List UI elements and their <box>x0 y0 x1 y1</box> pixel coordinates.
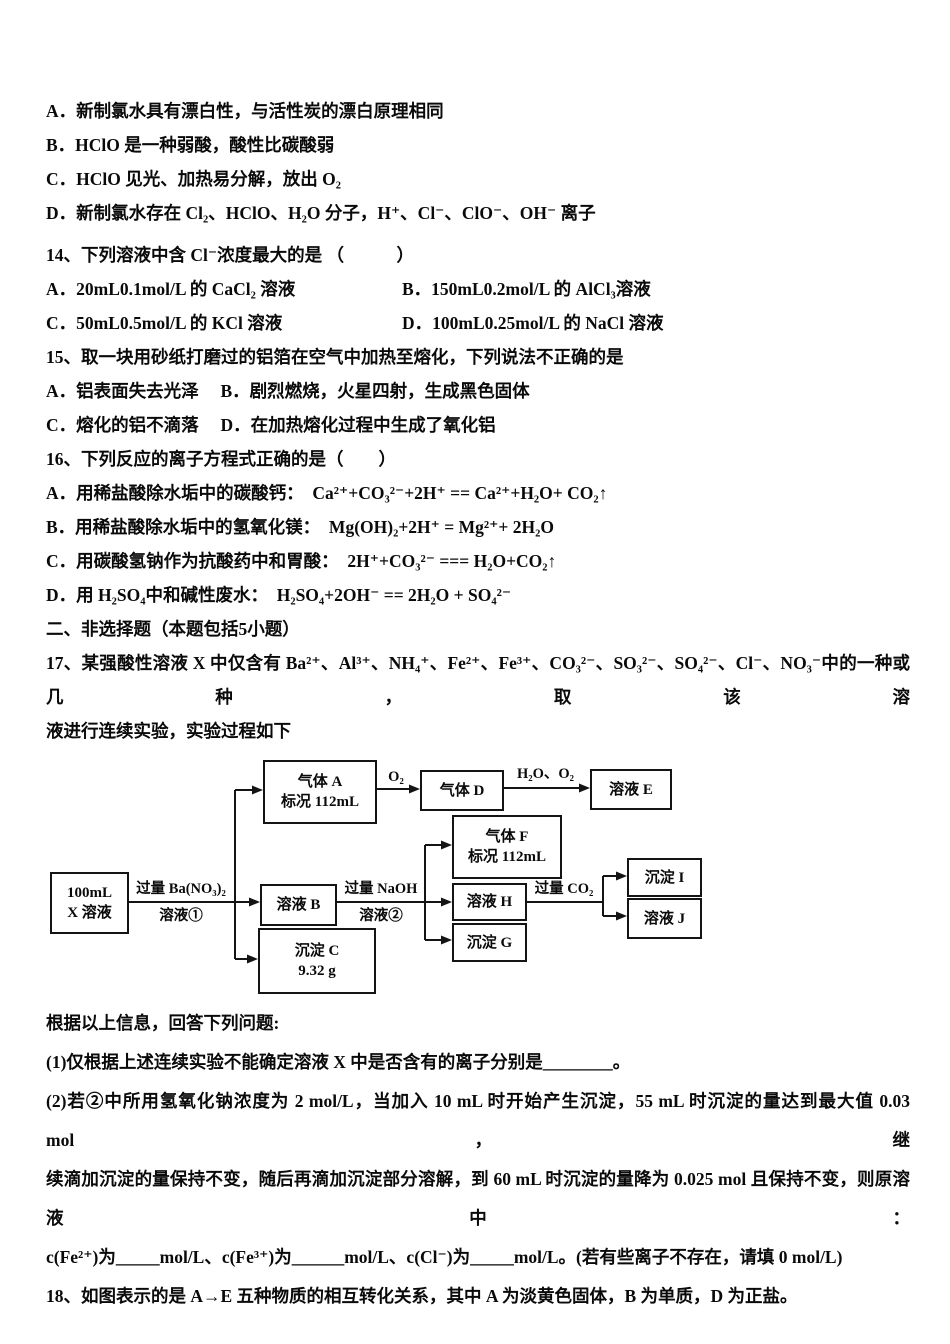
q16-option-a: A．用稀盐酸除水垢中的碳酸钙： Ca²⁺+CO₃²⁻+2H⁺ == Ca²⁺+H… <box>46 483 608 503</box>
q15-options-row1: A．铝表面失去光泽 B．剧烈燃烧，火星四射，生成黑色固体 <box>46 381 530 401</box>
q16-stem: 16、下列反应的离子方程式正确的是（ ） <box>46 449 396 469</box>
q13-option-c: C．HClO 见光、加热易分解，放出 O₂ <box>46 169 341 189</box>
q17-intro-line1: 17、某强酸性溶液 X 中仅含有 Ba²⁺、Al³⁺、NH₄⁺、Fe²⁺、Fe³… <box>46 653 910 707</box>
flow-box-gas-d: 气体 D <box>420 770 504 811</box>
section2-heading: 二、非选择题（本题包括5小题） <box>46 619 300 639</box>
flow-box-gas-a: 气体 A 标况 112mL <box>263 760 377 824</box>
flow-box-solution-b: 溶液 B <box>260 884 337 926</box>
q17-answer-intro: 根据以上信息，回答下列问题: <box>46 1013 280 1033</box>
q18-stem: 18、如图表示的是 A→E 五种物质的相互转化关系，其中 A 为淡黄色固体，B … <box>46 1286 798 1306</box>
flow-box-gas-f-line1: 气体 F <box>485 829 529 845</box>
flow-box-gas-a-line1: 气体 A <box>297 774 343 790</box>
flow-box-ppt-c: 沉淀 C 9.32 g <box>258 928 376 994</box>
flow-box-ppt-g: 沉淀 G <box>452 923 527 962</box>
flow-box-gas-d-label: 气体 D <box>439 782 485 799</box>
q17-part2-line3: c(Fe²⁺)为_____mol/L、c(Fe³⁺)为______mol/L、c… <box>46 1247 843 1267</box>
q13-option-a: A．新制氯水具有漂白性，与活性炭的漂白原理相同 <box>46 101 444 121</box>
flow-box-gas-a-line2: 标况 112mL <box>281 794 359 810</box>
q17-part1: (1)仅根据上述连续实验不能确定溶液 X 中是否含有的离子分别是________… <box>46 1052 631 1072</box>
q16-option-c: C．用碳酸氢钠作为抗酸药中和胃酸： 2H⁺+CO₃²⁻ === H₂O+CO₂↑ <box>46 551 557 571</box>
exam-page: A．新制氯水具有漂白性，与活性炭的漂白原理相同 B．HClO 是一种弱酸，酸性比… <box>46 101 950 1306</box>
flow-box-solution-b-label: 溶液 B <box>276 897 321 913</box>
q17-flowchart: 100mL X 溶液 过量 Ba(NO₃)₂ 溶液① 气体 A 标况 112mL… <box>46 750 950 998</box>
flow-box-ppt-i: 沉淀 I <box>627 858 702 897</box>
flowchart-connectors <box>125 783 627 964</box>
q17-intro-line2: 液进行连续实验，实验过程如下 <box>46 721 291 741</box>
q14-option-b: B．150mL0.2mol/L 的 AlCl₃溶液 <box>402 279 651 299</box>
q16-option-b: B．用稀盐酸除水垢中的氢氧化镁： Mg(OH)₂+2H⁺ = Mg²⁺+ 2H₂… <box>46 517 554 537</box>
q14-stem: 14、下列溶液中含 Cl⁻浓度最大的是 （ ） <box>46 245 414 265</box>
flow-box-gas-f: 气体 F 标况 112mL <box>452 815 562 879</box>
q17-part2-line2: 续滴加沉淀的量保持不变，随后再滴加沉淀部分溶解，到 60 mL 时沉淀的量降为 … <box>46 1169 910 1228</box>
flow-box-ppt-g-label: 沉淀 G <box>466 934 513 951</box>
flow-box-ppt-c-line1: 沉淀 C <box>294 943 340 959</box>
flow-label-h2o-o2: H₂O、O₂ <box>516 766 575 782</box>
q14-option-c: C．50mL0.5mol/L 的 KCl 溶液 <box>46 313 283 333</box>
flow-box-source-solution: 100mL X 溶液 <box>50 872 129 934</box>
flow-box-solution-j-label: 溶液 J <box>643 910 686 927</box>
q14-options-row2: C．50mL0.5mol/L 的 KCl 溶液 D．100mL0.25mol/L… <box>46 306 910 340</box>
flow-label-naoh: 过量 NaOH <box>344 881 418 897</box>
flow-box-gas-f-line2: 标况 112mL <box>468 849 546 865</box>
q13-option-b: B．HClO 是一种弱酸，酸性比碳酸弱 <box>46 135 335 155</box>
q14-options-row1: A．20mL0.1mol/L 的 CaCl₂ 溶液 B．150mL0.2mol/… <box>46 272 910 306</box>
flow-box-solution-e: 溶液 E <box>590 769 672 810</box>
flow-box-source-line2: X 溶液 <box>67 905 112 921</box>
q13-option-d: D．新制氯水存在 Cl₂、HClO、H₂O 分子，H⁺、Cl⁻、ClO⁻、OH⁻… <box>46 203 596 223</box>
q14-option-a: A．20mL0.1mol/L 的 CaCl₂ 溶液 <box>46 279 296 299</box>
q17-part2-line1: (2)若②中所用氢氧化钠浓度为 2 mol/L，当加入 10 mL 时开始产生沉… <box>46 1091 910 1150</box>
flow-label-solution-1: 溶液① <box>159 908 203 924</box>
flow-box-solution-h: 溶液 H <box>452 883 527 921</box>
flow-box-solution-e-label: 溶液 E <box>609 781 653 798</box>
flow-box-solution-h-label: 溶液 H <box>466 894 513 910</box>
q16-option-d: D．用 H₂SO₄中和碱性废水： H₂SO₄+2OH⁻ == 2H₂O + SO… <box>46 585 512 605</box>
flow-label-co2: 过量 CO₂ <box>534 881 594 897</box>
q15-options-row2: C．熔化的铝不滴落 D．在加热熔化过程中生成了氧化铝 <box>46 415 496 435</box>
q14-option-d: D．100mL0.25mol/L 的 NaCl 溶液 <box>402 313 664 333</box>
flow-box-solution-j: 溶液 J <box>627 898 702 939</box>
flow-box-ppt-i-label: 沉淀 I <box>644 869 685 886</box>
flow-box-ppt-c-line2: 9.32 g <box>298 963 336 979</box>
q15-stem: 15、取一块用砂纸打磨过的铝箔在空气中加热至熔化，下列说法不正确的是 <box>46 347 624 367</box>
flow-label-solution-2: 溶液② <box>359 908 403 924</box>
flow-box-source-line1: 100mL <box>67 885 112 901</box>
flow-label-o2: O₂ <box>388 769 404 785</box>
flow-label-ba-no3-2: 过量 Ba(NO₃)₂ <box>136 881 226 897</box>
